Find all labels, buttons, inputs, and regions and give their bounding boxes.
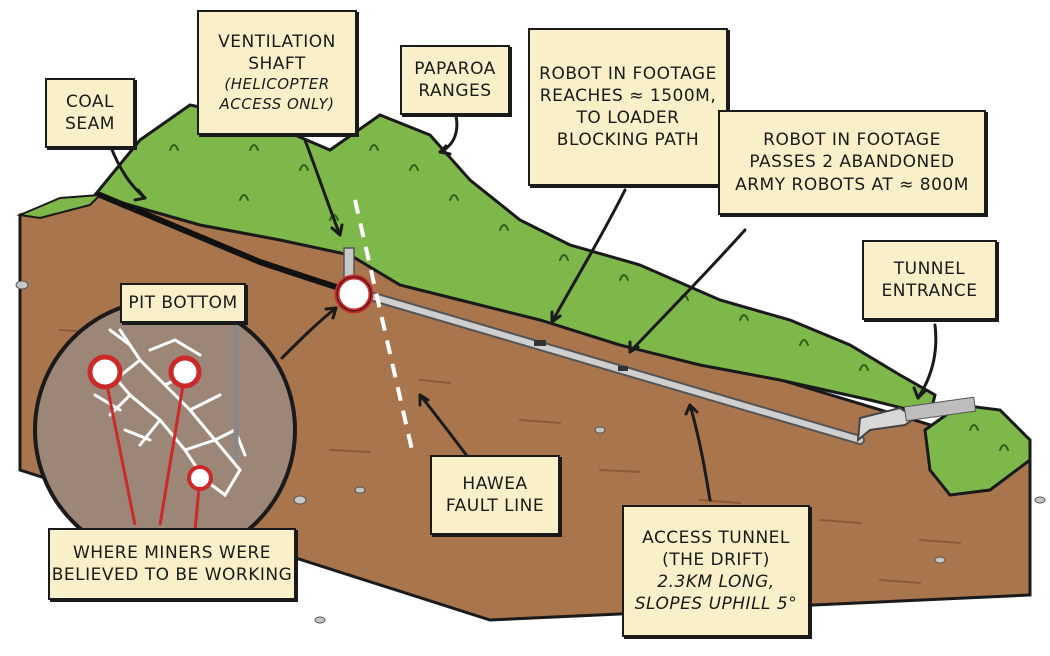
- label-pit-bottom-line: PIT BOTTOM: [128, 292, 238, 313]
- label-access-tunnel-line: ACCESS TUNNEL: [642, 527, 790, 548]
- label-tunnel-entrance-line: ENTRANCE: [881, 281, 978, 301]
- pit-bottom-marker-outline: [336, 276, 372, 312]
- label-hawea-fault-line-line: FAULT LINE: [445, 496, 545, 516]
- label-robot-1500m-line: ROBOT IN FOOTAGE: [539, 63, 717, 84]
- label-pit-bottom: PIT BOTTOM: [120, 283, 246, 323]
- grass-left-edge: [16, 193, 103, 220]
- label-coal-seam-line: SEAM: [65, 114, 115, 134]
- coal-seam: [97, 192, 355, 295]
- robot-marker-800m: [618, 366, 628, 371]
- label-tunnel-entrance-line: TUNNEL: [893, 258, 966, 279]
- robot-marker-1500m: [534, 340, 546, 346]
- access-tunnel-inner: [347, 287, 863, 443]
- label-access-tunnel-line: 2.3km LONG,: [657, 572, 775, 592]
- label-paparoa-ranges: PAPAROA RANGES: [400, 45, 510, 115]
- label-hawea-fault-line-line: HAWEA: [462, 473, 528, 494]
- label-ventilation-shaft-line: VENTILATION: [218, 31, 336, 52]
- label-robot-800m-line: ROBOT IN FOOTAGE: [763, 130, 941, 151]
- label-miners-working-line: BELIEVED TO BE WORKING: [51, 565, 293, 585]
- inset-map-circle: [33, 298, 297, 562]
- label-access-tunnel-line: SLOPES UPHILL 5°: [634, 594, 798, 615]
- label-robot-800m: ROBOT IN FOOTAGE PASSES 2 ABANDONED ARMY…: [718, 110, 986, 215]
- label-miners-working-line: WHERE MINERS WERE: [72, 542, 272, 563]
- label-robot-1500m: ROBOT IN FOOTAGE REACHES ≈ 1500m, TO LOA…: [528, 28, 728, 186]
- label-access-tunnel-line: (THE DRIFT): [662, 549, 770, 570]
- label-robot-1500m-line: REACHES ≈ 1500m,: [539, 85, 717, 106]
- label-ventilation-shaft-line: ACCESS ONLY): [219, 94, 335, 113]
- label-robot-800m-line: PASSES 2 ABANDONED: [749, 152, 955, 173]
- label-robot-800m-line: ARMY ROBOTS AT ≈ 800m: [735, 174, 969, 195]
- label-ventilation-shaft: VENTILATION SHAFT (HELICOPTER ACCESS ONL…: [197, 10, 357, 135]
- label-tunnel-entrance: TUNNEL ENTRANCE: [862, 240, 997, 320]
- label-coal-seam-line: COAL: [65, 91, 115, 112]
- label-ventilation-shaft-line: SHAFT: [248, 54, 306, 74]
- label-miners-working: WHERE MINERS WERE BELIEVED TO BE WORKING: [48, 528, 296, 600]
- label-robot-1500m-line: BLOCKING PATH: [556, 130, 700, 151]
- callout-arrows: [108, 110, 938, 502]
- label-access-tunnel: ACCESS TUNNEL (THE DRIFT) 2.3km LONG, SL…: [622, 505, 810, 637]
- miner-location-markers: [87, 354, 213, 531]
- label-hawea-fault-line: HAWEA FAULT LINE: [430, 455, 560, 535]
- label-robot-1500m-line: TO LOADER: [576, 108, 680, 128]
- label-coal-seam: COAL SEAM: [45, 78, 135, 148]
- label-paparoa-ranges-line: PAPAROA: [414, 58, 496, 79]
- hawea-fault-line: [353, 199, 414, 451]
- road: [903, 396, 977, 422]
- label-ventilation-shaft-line: (HELICOPTER: [224, 75, 330, 94]
- label-paparoa-ranges-line: RANGES: [418, 81, 492, 101]
